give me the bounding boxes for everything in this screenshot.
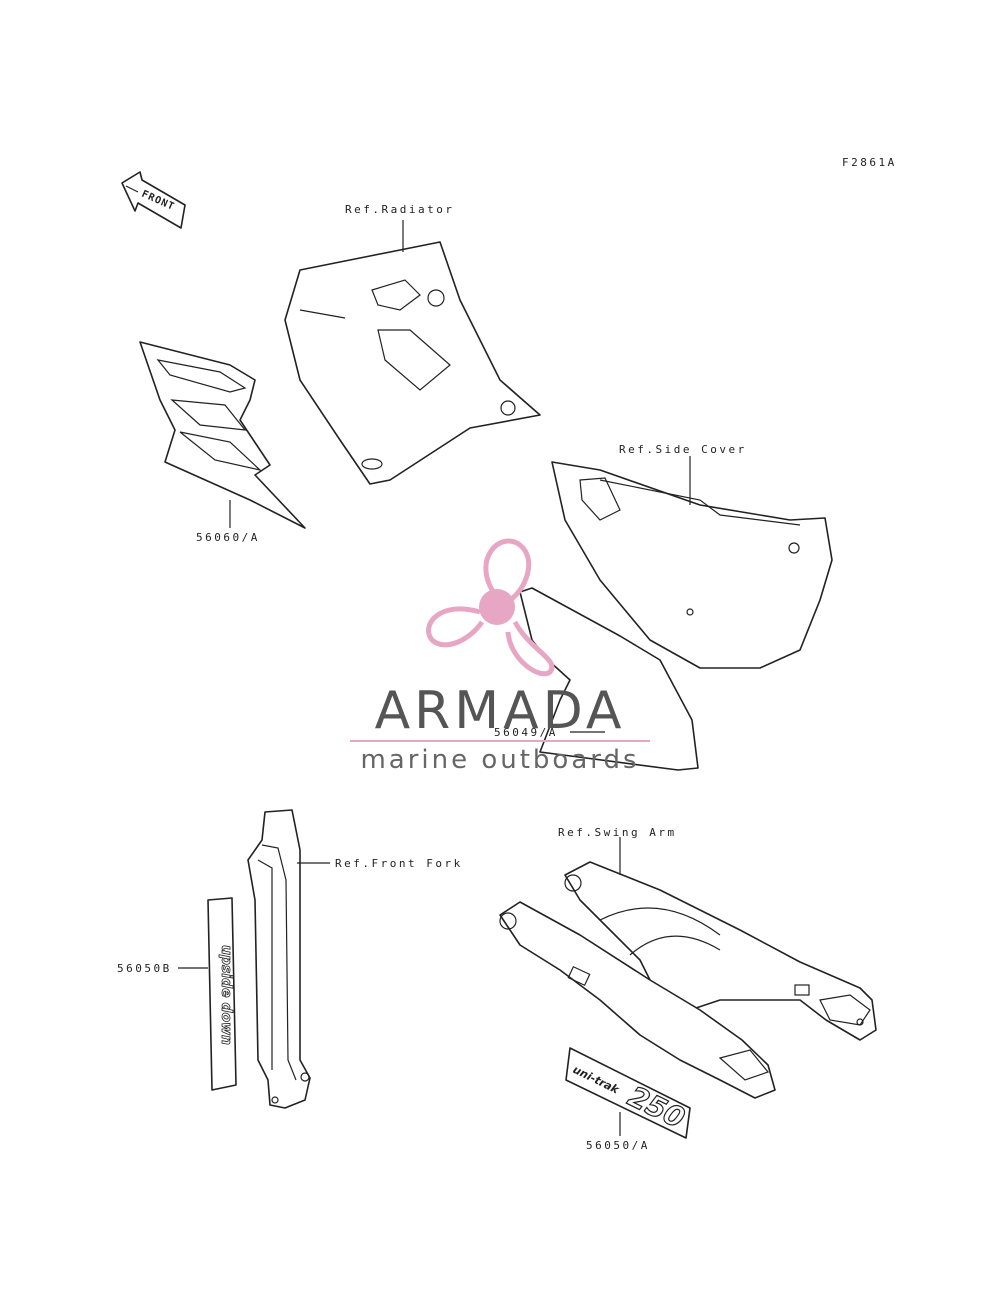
ref-radiator-label: Ref.Radiator xyxy=(345,203,454,216)
side-cover: Ref.Side Cover xyxy=(551,443,833,669)
ref-front-fork-label: Ref.Front Fork xyxy=(335,857,463,870)
ref-side-cover-label: Ref.Side Cover xyxy=(619,443,747,456)
tank-decal-part-number: 56060/A xyxy=(196,531,260,544)
fork-decal-part-number: 56050B xyxy=(117,962,172,975)
radiator-shroud: Ref.Radiator xyxy=(284,203,541,485)
tank-decal: 56060/A xyxy=(139,341,306,544)
watermark-brand: ARMADA xyxy=(375,681,626,741)
swing-arm: Ref.Swing Arm xyxy=(499,826,877,1099)
propeller-icon xyxy=(426,538,555,677)
ref-swing-arm-label: Ref.Swing Arm xyxy=(558,826,677,839)
swingarm-decal-part-number: 56050/A xyxy=(586,1139,650,1152)
center-decal-part-number: 56049/A xyxy=(494,726,558,739)
diagram-code: F2861A xyxy=(842,156,897,169)
watermark-tagline: marine outboards xyxy=(360,745,639,775)
fork-decal: upside down 56050B xyxy=(117,897,237,1091)
front-arrow-icon: FRONT xyxy=(121,171,186,229)
swingarm-decal: uni-trak 250 56050/A xyxy=(565,1047,691,1152)
armada-watermark: ARMADA marine outboards xyxy=(350,538,650,775)
front-fork-guard: Ref.Front Fork xyxy=(247,809,463,1109)
fork-decal-text: upside down xyxy=(218,945,234,1045)
